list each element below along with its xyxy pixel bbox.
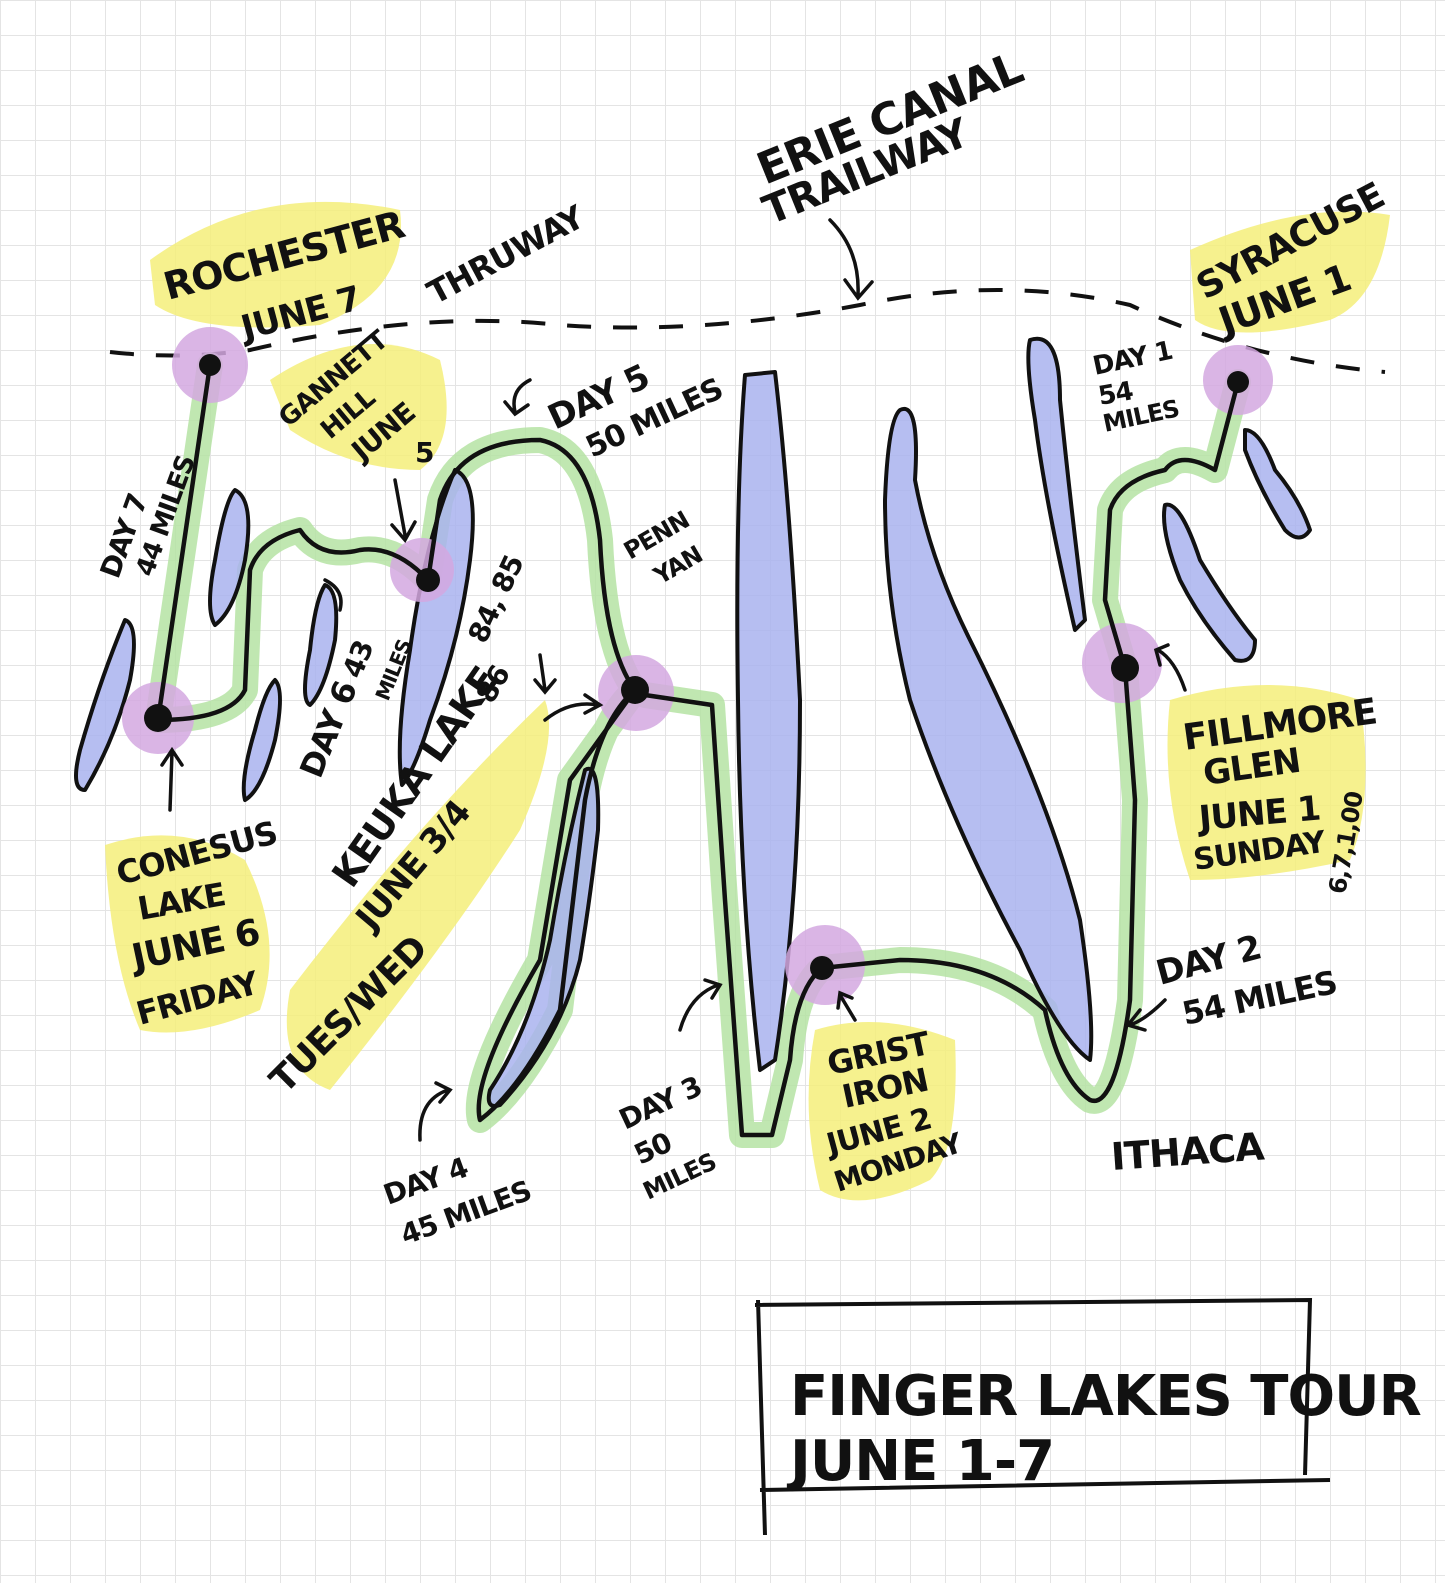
conesus-marker: [144, 704, 172, 732]
title-line1: FINGER LAKES TOUR: [790, 1364, 1421, 1429]
hemlock-lake: [208, 488, 251, 627]
thruway-label: THRUWAY: [421, 197, 591, 312]
highlights: [105, 201, 1390, 1201]
title-box: FINGER LAKES TOUR JUNE 1-7: [754, 1297, 1422, 1536]
owasco-lake: [1026, 336, 1087, 632]
ithaca-label: ITHACA: [1110, 1124, 1267, 1179]
title-line2: JUNE 1-7: [786, 1429, 1054, 1494]
canadice-lake: [241, 678, 282, 802]
cayuga-lake: [883, 406, 1094, 1062]
stop-markers: [144, 354, 1249, 980]
day6-miles: 43: [336, 636, 380, 683]
arrows: [160, 218, 1187, 1142]
rochester-marker: [199, 354, 221, 376]
syracuse-marker: [1227, 371, 1249, 393]
day1-miles: 54: [1096, 376, 1135, 411]
day1-label: DAY 1: [1090, 336, 1175, 382]
fillmore-marker: [1111, 654, 1139, 682]
seneca-lake: [735, 370, 802, 1072]
honeoye-lake: [303, 583, 339, 707]
gannett-marker: [416, 568, 440, 592]
keuka-marker: [621, 676, 649, 704]
skaneateles-lake: [1162, 502, 1257, 663]
day6-label: DAY 6: [292, 676, 365, 783]
conesus-lake: [74, 618, 136, 792]
lakes: [74, 336, 1312, 1108]
route-numbers-label: 84, 85: [461, 550, 530, 648]
otisco-lake: [1243, 428, 1312, 540]
gannett-date2: 5: [415, 436, 433, 469]
erie-canal-trailway-line: [109, 288, 1386, 374]
grist-iron-marker: [810, 956, 834, 980]
